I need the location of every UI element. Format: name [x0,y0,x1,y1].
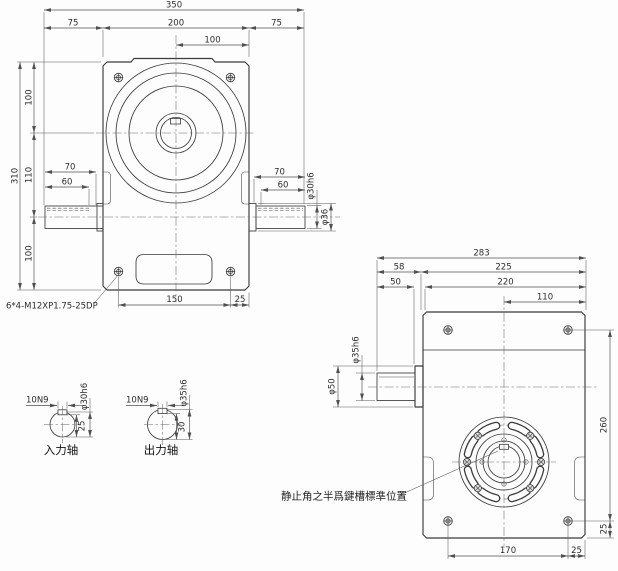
side-right-slot [574,456,585,501]
shaft-sections: 10N9 φ30h6 25 入力轴 10N9 φ35h6 [26,379,193,457]
side-view [368,296,597,548]
input-section-dia: φ30h6 [80,383,90,410]
flange-small-hole [479,459,485,465]
dim-step-dia-36: φ36 [321,209,331,225]
front-bore-keyway [170,118,181,125]
dim-right-offset: 75 [271,19,282,29]
dim-axis-to-bottom: 100 [25,245,35,261]
dim-top-to-center: 100 [25,89,35,105]
dim-side-shaft-dia: φ35h6 [352,336,362,363]
input-shaft-section: 10N9 φ30h6 25 入力轴 [26,383,93,457]
dim-shaft-to-body: 58 [394,263,405,273]
screw-hole [563,325,573,335]
dim-overall-width: 350 [166,1,182,11]
dim-mount-depth: 220 [497,278,513,288]
dim-half-width: 100 [204,36,220,46]
dim-shaft-to-collar: 50 [390,278,401,288]
front-view [38,35,340,302]
side-shaft-collar [414,365,424,408]
screw-hole [225,72,236,83]
dim-body-depth: 225 [495,263,511,273]
flange-small-hole [501,437,507,443]
dim-right-shaft-60: 60 [278,181,289,191]
front-view-dimensions: 350 75 200 75 100 310 100 110 100 70 60 … [6,1,336,312]
dim-body-width: 200 [168,19,184,29]
dim-bolt-edge: 25 [235,295,246,305]
dim-right-shaft-70: 70 [274,168,285,178]
side-view-dimensions: 283 58 225 50 220 110 260 25 170 25 φ35h… [281,249,614,559]
front-body-outline [102,57,250,291]
side-body-outline [422,311,586,539]
dim-bolt-right: 25 [571,546,582,556]
keyway-position-note: 静止角之半爲鍵槽標準位置 [281,490,407,503]
screw-hole [225,266,236,277]
dim-bolt-hspan: 170 [500,546,516,556]
dim-bolt-span: 150 [166,295,182,305]
dim-bolt-bottom: 25 [600,524,610,535]
screw-hole [113,72,124,83]
dim-input-shaft-60: 60 [62,178,73,188]
output-shaft-section: 10N9 φ35h6 30 出力轴 [126,379,193,457]
dim-side-overall: 283 [473,249,489,259]
flange-arc-slots [463,421,545,503]
dim-bolt-vspan: 260 [600,417,610,433]
screw-hole [443,516,453,526]
dim-side-half: 110 [537,293,553,303]
dim-input-shaft-70: 70 [65,163,76,173]
screw-hole [563,516,573,526]
input-keyway-depth: 25 [78,421,88,432]
front-left-slot [103,171,111,205]
dim-overall-height: 310 [11,168,21,184]
side-left-slot [423,456,434,501]
screw-hole [113,266,124,277]
output-keyway-depth: 30 [178,422,188,433]
output-shaft-label: 出力轴 [144,443,179,457]
tap-callout: 6*4-M12XP1.75-25DP [6,302,98,312]
dim-shaft-dia-30h6: φ30h6 [307,172,317,199]
input-shaft-step [96,203,104,232]
front-right-slot [241,171,249,205]
input-shaft-label: 入力轴 [44,443,79,457]
dim-collar-dia: φ50 [328,378,338,394]
front-bottom-recess [135,254,213,285]
input-keyway-size: 10N9 [26,396,49,406]
dim-center-to-axis: 110 [25,167,35,183]
output-keyway-size: 10N9 [126,396,149,406]
dim-left-offset: 75 [68,19,79,29]
output-section-dia: φ35h6 [180,379,190,406]
screw-hole [443,325,453,335]
